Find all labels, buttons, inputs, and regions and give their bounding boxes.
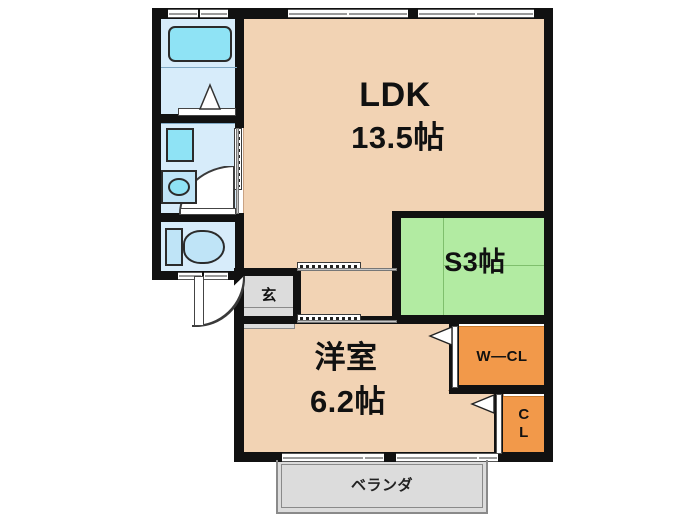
label-genkan: 玄 — [261, 287, 277, 304]
wall-genkan-top — [243, 268, 295, 276]
wall-genkan-right — [293, 268, 301, 324]
entrance-door-panel[interactable] — [194, 276, 204, 326]
wall-wcl-bottom — [449, 385, 553, 394]
veranda-side-left — [276, 460, 278, 514]
bath-door-triangle-icon — [198, 83, 222, 110]
window-bedroom-3 — [396, 453, 478, 462]
toilet-bowl-fixture — [183, 230, 225, 264]
room-s3 — [400, 214, 546, 318]
label-ldk-name: LDK — [359, 76, 431, 114]
wall-right-outer — [544, 8, 553, 456]
vanity-mirror-fixture — [166, 128, 194, 162]
label-bedroom-name: 洋室 — [314, 340, 378, 375]
label-cl-bottom: L — [519, 424, 529, 441]
wall-s3-bottom — [392, 315, 552, 324]
wash-basin-bowl — [168, 178, 190, 196]
bath-zone-divider — [161, 67, 237, 68]
veranda-edge-bottom — [276, 512, 488, 514]
window-ldk-top-2 — [348, 9, 408, 18]
label-veranda: ベランダ — [350, 477, 413, 494]
window-bedroom-1 — [282, 453, 364, 462]
veranda-side-right — [486, 460, 488, 514]
closet-cl — [502, 396, 546, 454]
label-s3: S3帖 — [444, 247, 506, 277]
washroom-door-panel[interactable] — [180, 208, 236, 215]
wall-bath-washroom — [152, 114, 244, 123]
bathtub-fixture — [168, 26, 232, 62]
window-bath-top-2 — [200, 9, 228, 18]
w-cl-door-panel[interactable] — [452, 326, 458, 388]
tatami-seam-vertical — [443, 215, 444, 317]
label-bedroom-size: 6.2帖 — [309, 384, 387, 419]
window-toilet-bottom-2 — [204, 272, 228, 280]
wall-left-hall — [234, 268, 244, 462]
cl-door-panel[interactable] — [496, 394, 502, 454]
wall-washroom-toilet — [152, 213, 244, 222]
room-ldk-hall — [243, 214, 396, 266]
tatami-seam-horizontal — [444, 265, 545, 266]
sliding-door-washroom-rail — [236, 128, 239, 214]
window-bedroom-4 — [478, 453, 498, 462]
wall-wet-ldk — [235, 8, 244, 128]
label-ldk-size: 13.5帖 — [351, 120, 445, 155]
window-bedroom-2 — [364, 453, 384, 462]
wall-left-outer — [152, 8, 161, 280]
window-bath-top — [168, 9, 198, 18]
cl-folding-door-arrow[interactable] — [470, 394, 504, 414]
window-ldk-top-1 — [288, 9, 348, 18]
sliding-door-hall-upper-rail — [297, 268, 397, 271]
veranda-inner-border — [281, 464, 483, 508]
window-ldk-top-4 — [476, 9, 534, 18]
window-ldk-top-3 — [418, 9, 476, 18]
window-toilet-bottom — [178, 272, 202, 280]
room-ldk — [243, 18, 546, 220]
label-w-cl: W—CL — [476, 348, 528, 365]
toilet-tank-fixture — [165, 228, 183, 266]
sliding-door-hall-lower-rail — [297, 320, 397, 323]
label-cl-top: C — [518, 406, 530, 423]
wall-s3-top — [392, 211, 552, 218]
wall-s3-left — [392, 211, 401, 323]
wall-wet-ldk-lower — [235, 214, 244, 276]
